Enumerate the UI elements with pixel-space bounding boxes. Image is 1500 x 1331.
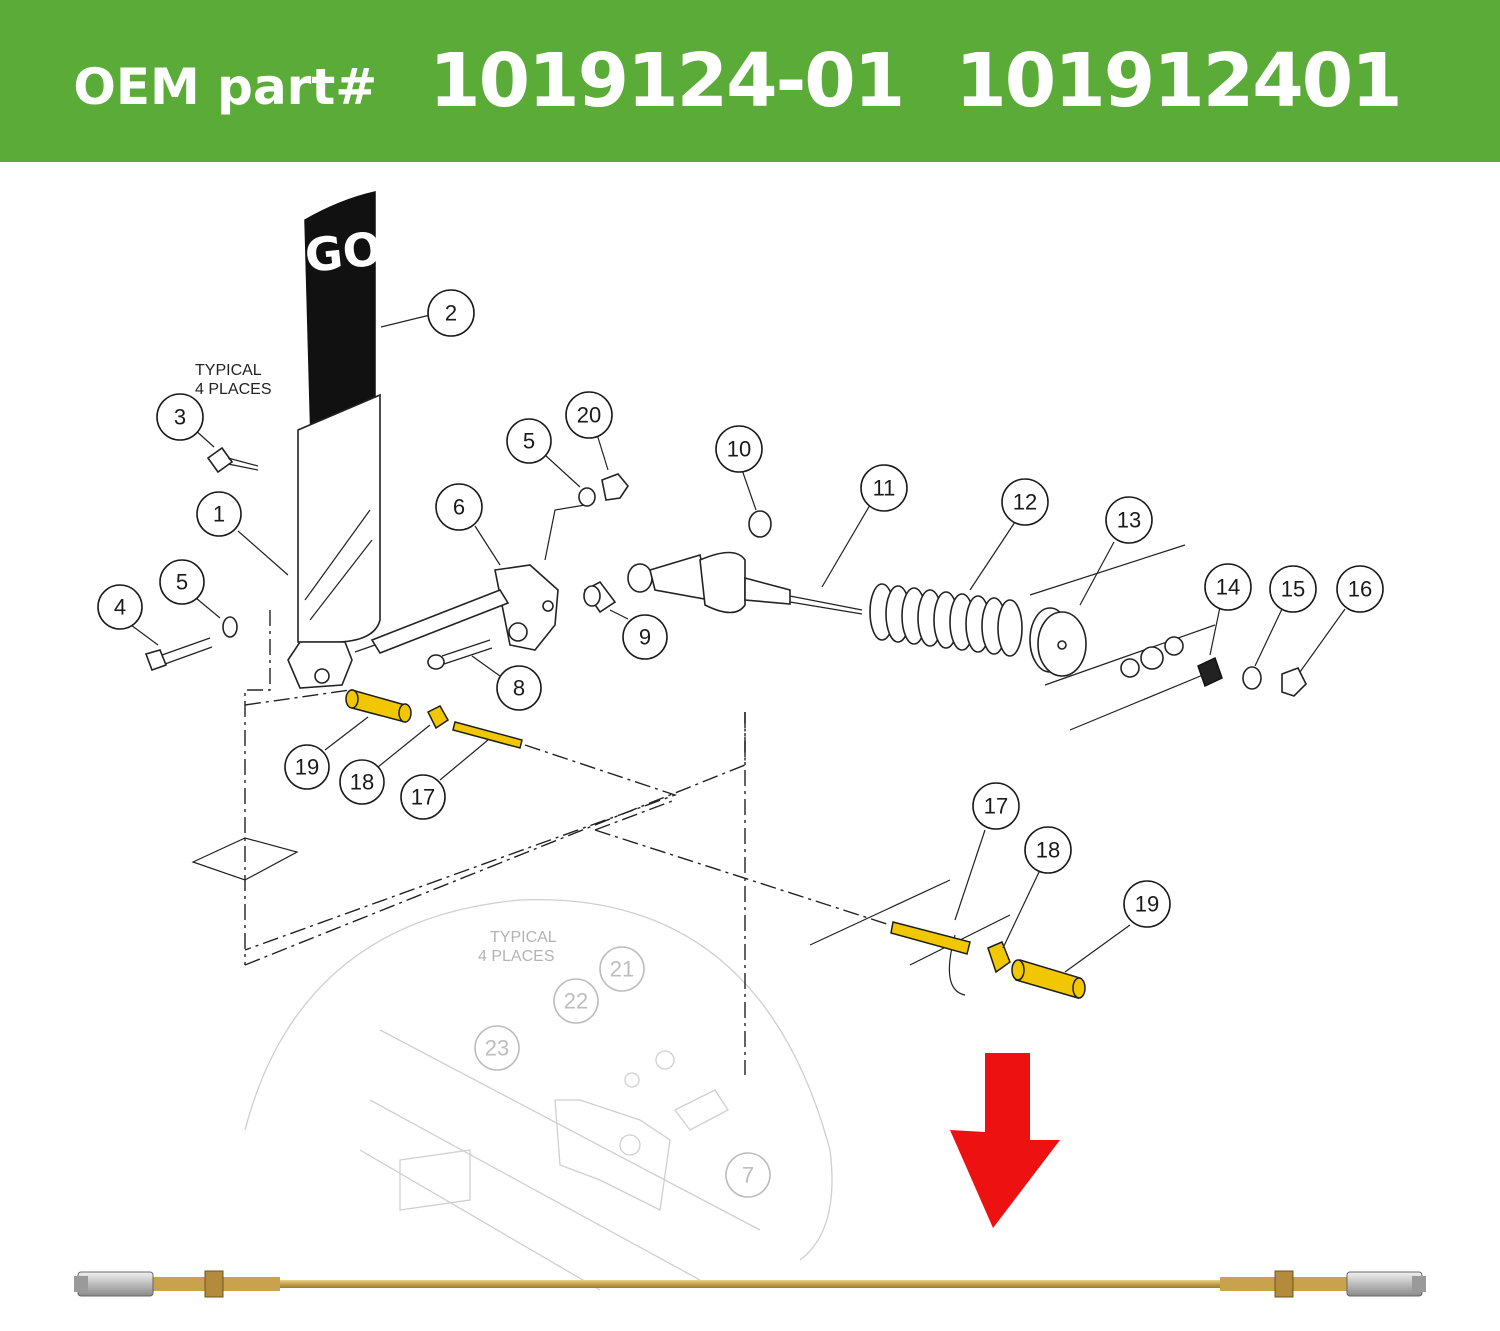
svg-text:11: 11 [873, 476, 896, 501]
nut-10 [748, 510, 772, 538]
callout-4: 4 [97, 584, 143, 630]
svg-text:15: 15 [1281, 577, 1305, 602]
bolt-8 [427, 639, 493, 670]
svg-text:17: 17 [984, 794, 1008, 819]
product-rod [74, 1270, 1426, 1298]
bushing-14 [1197, 656, 1223, 688]
callout-6: 6 [435, 483, 483, 531]
callout-18-right: 18 [1024, 826, 1072, 874]
callout-10: 10 [715, 425, 763, 473]
nut-20 [601, 473, 629, 501]
spring-12 [869, 583, 1023, 657]
callout-19-right: 19 [1123, 880, 1171, 928]
svg-text:3: 3 [174, 405, 186, 430]
callout-13: 13 [1105, 496, 1153, 544]
bolt-4 [144, 616, 238, 672]
part-number-primary: 1019124-01 [429, 38, 905, 124]
note-typical-2-line1: TYPICAL [490, 929, 557, 946]
callout-16: 16 [1336, 565, 1384, 613]
svg-text:5: 5 [176, 570, 188, 595]
svg-text:12: 12 [1013, 490, 1037, 515]
callout-15: 15 [1269, 565, 1317, 613]
svg-text:4: 4 [114, 595, 126, 620]
callout-23: 23 [474, 1025, 520, 1071]
pedal-go-label: GO [302, 221, 384, 283]
svg-text:5: 5 [523, 429, 535, 454]
bracket-6 [354, 504, 586, 654]
callout-17-right: 17 [972, 782, 1020, 830]
svg-text:14: 14 [1216, 575, 1240, 600]
svg-text:20: 20 [577, 403, 601, 428]
callout-9: 9 [622, 614, 668, 660]
svg-text:19: 19 [295, 755, 319, 780]
svg-text:8: 8 [513, 676, 525, 701]
svg-text:7: 7 [742, 1163, 754, 1188]
highlighted-parts-left [345, 689, 523, 749]
phantom-lines [191, 544, 1216, 1075]
arrow-down-icon [950, 1053, 1060, 1228]
callout-8: 8 [496, 665, 542, 711]
svg-text:18: 18 [350, 770, 374, 795]
svg-text:21: 21 [610, 957, 634, 982]
part-number-secondary: 101912401 [955, 38, 1402, 124]
svg-text:16: 16 [1348, 577, 1372, 602]
header-banner: OEM part# 1019124-01 101912401 [0, 0, 1500, 162]
svg-text:6: 6 [453, 495, 465, 520]
svg-text:23: 23 [485, 1036, 509, 1061]
oem-label: OEM part# [73, 58, 378, 116]
rod-11 [627, 551, 863, 615]
highlighted-parts-right [890, 921, 1086, 999]
callout-2: 2 [427, 289, 475, 337]
svg-text:19: 19 [1135, 892, 1159, 917]
note-typical-1-line1: TYPICAL [195, 362, 262, 379]
callout-3: 3 [156, 393, 204, 441]
spacer-9 [583, 580, 617, 614]
washer-5-upper [578, 487, 596, 507]
callout-17-left: 17 [400, 774, 446, 820]
faded-background-assembly [244, 898, 833, 1291]
callout-18-left: 18 [339, 759, 385, 805]
callout-7: 7 [725, 1152, 771, 1198]
callout-21: 21 [599, 946, 645, 992]
note-typical-2-line2: 4 PLACES [478, 948, 554, 965]
callout-12: 12 [1001, 478, 1049, 526]
bolt-3 [206, 446, 259, 474]
callout-11: 11 [860, 464, 908, 512]
callout-22: 22 [553, 978, 599, 1024]
callout-20: 20 [565, 391, 613, 439]
note-typical-1-line2: 4 PLACES [195, 381, 271, 398]
callout-19-left: 19 [284, 744, 330, 790]
callout-5-top: 5 [506, 418, 552, 464]
washer-15 [1242, 666, 1262, 690]
svg-text:1: 1 [213, 502, 225, 527]
accelerator-pedal: GO [287, 191, 384, 689]
svg-text:13: 13 [1117, 508, 1141, 533]
leader-lines [130, 314, 1346, 973]
nut-16 [1281, 666, 1307, 697]
svg-text:17: 17 [411, 785, 435, 810]
svg-text:10: 10 [727, 437, 751, 462]
svg-text:9: 9 [639, 625, 651, 650]
cup-13 [1029, 607, 1087, 677]
callout-1: 1 [196, 491, 242, 537]
svg-text:2: 2 [445, 301, 457, 326]
callout-5-left: 5 [159, 559, 205, 605]
callout-14: 14 [1204, 563, 1252, 611]
svg-text:18: 18 [1036, 838, 1060, 863]
svg-text:22: 22 [564, 989, 588, 1014]
